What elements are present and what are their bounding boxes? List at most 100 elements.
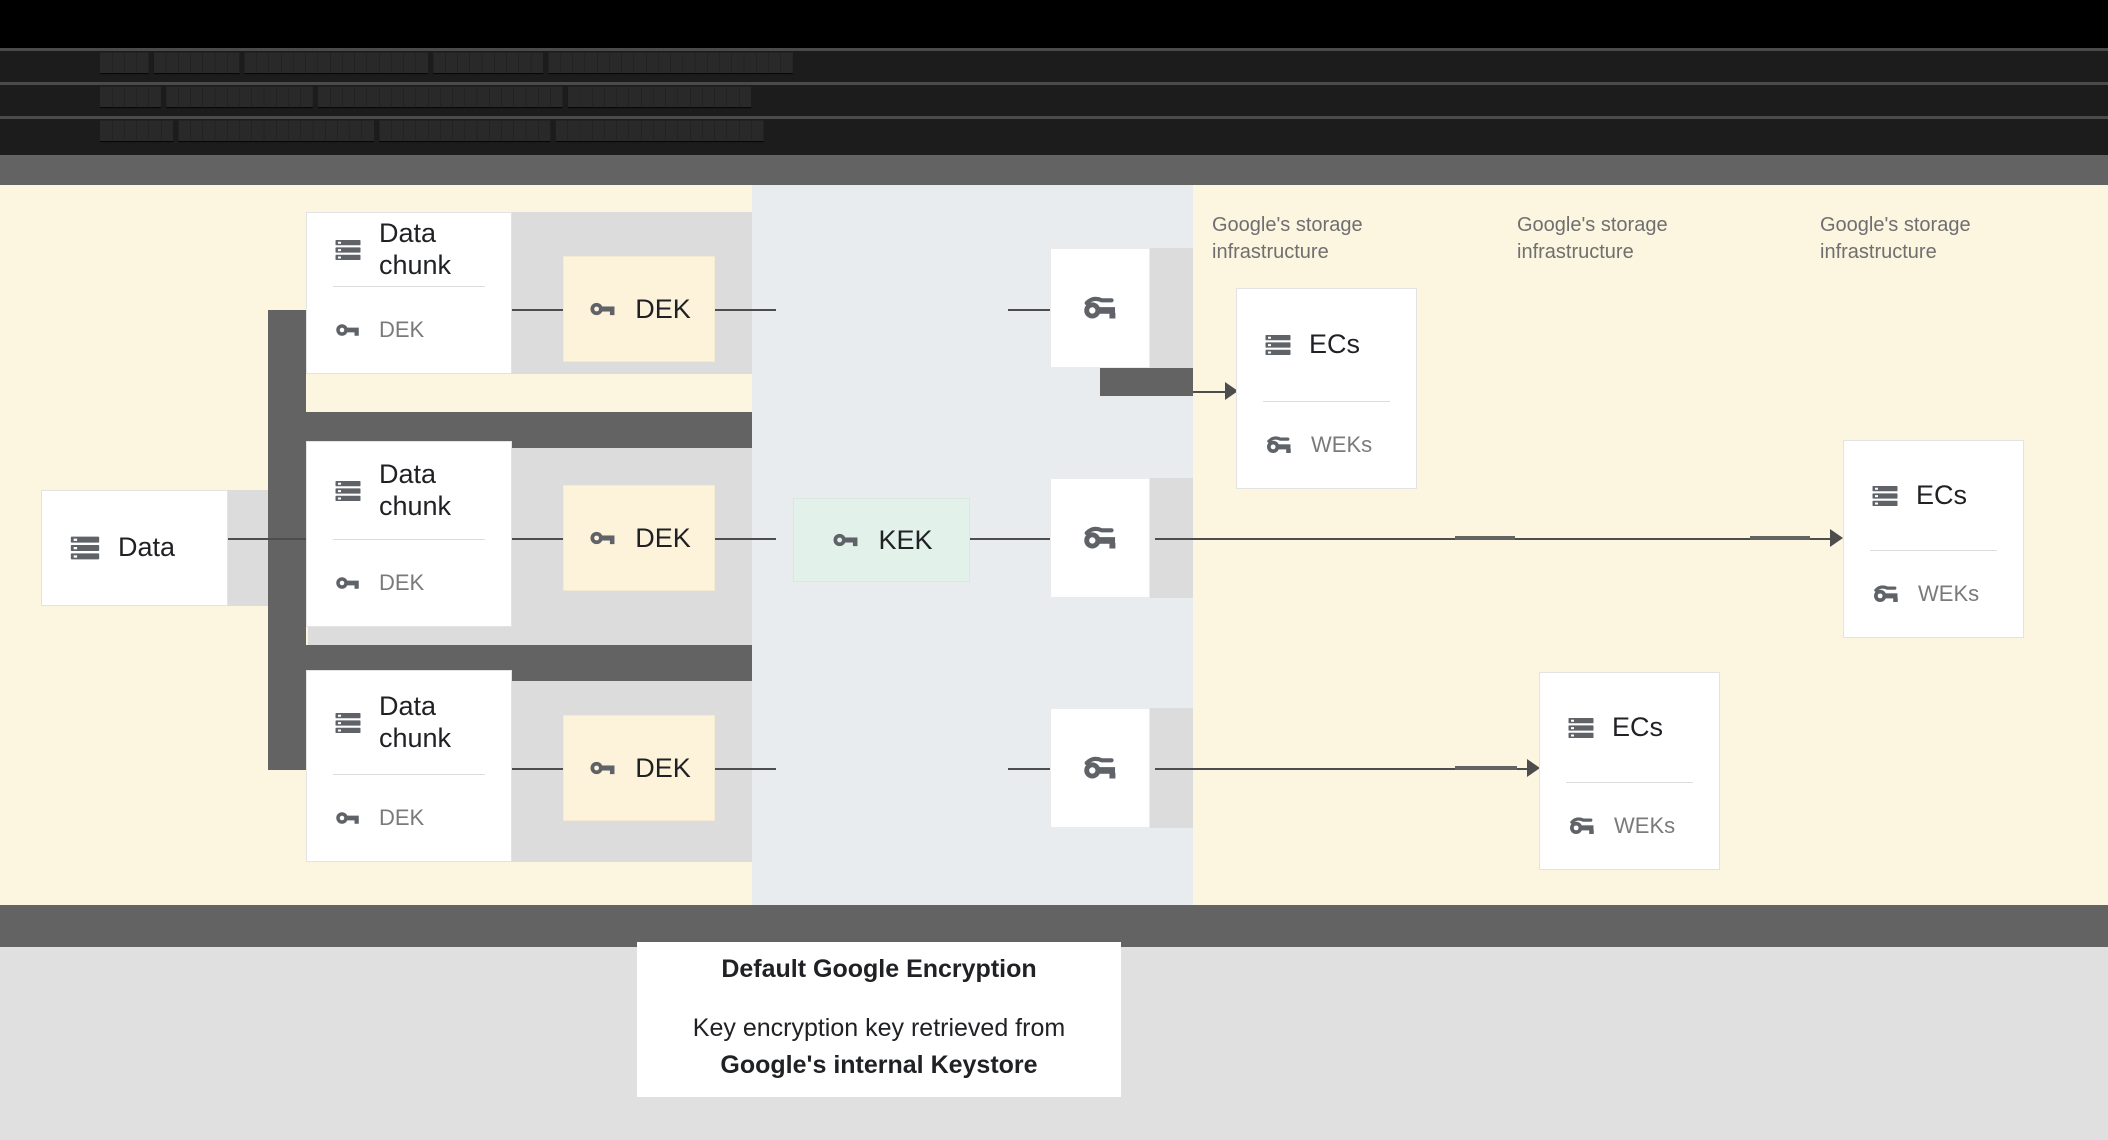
card-ecs-1-key-row: WEKs	[1237, 402, 1416, 488]
card-source-data-title: Data	[118, 532, 176, 563]
label-storage-infrastructure-1: Google's storage infrastructure	[1212, 214, 1363, 263]
caption-body-line-1: Key encryption key retrieved from	[692, 1014, 1066, 1042]
card-divider	[333, 286, 485, 287]
wire-dek1-out	[714, 309, 776, 311]
arrowhead-ec2	[1830, 529, 1843, 547]
card-data-chunk-2-key-label: DEK	[379, 570, 425, 595]
card-divider	[333, 774, 485, 775]
wire-arrow-ec1	[1193, 391, 1225, 393]
wrapped-key-icon	[1079, 287, 1121, 329]
wire-kek-to-wek2	[968, 538, 1050, 540]
wire-data-to-spine	[228, 538, 320, 540]
tile-wrapped-key-2[interactable]	[1050, 478, 1150, 598]
wire-arrow-ec2-accent-a	[1455, 536, 1515, 540]
wrapped-key-icon	[1263, 429, 1295, 461]
wire-to-wek1	[1008, 309, 1050, 311]
storage-icon	[1566, 713, 1596, 743]
key-icon	[333, 568, 363, 598]
card-data-chunk-1-key-label: DEK	[379, 317, 425, 342]
caption-title: Default Google Encryption	[721, 955, 1037, 983]
chip-dek-3-label: DEK	[635, 752, 691, 783]
card-ecs-3-header: ECs	[1540, 673, 1719, 782]
storage-icon	[333, 708, 363, 738]
chip-kek[interactable]: KEK	[793, 498, 970, 582]
card-data-chunk-2[interactable]: Data chunk DEK	[306, 441, 512, 627]
card-data-chunk-3-header: Data chunk	[307, 671, 511, 774]
card-ecs-1[interactable]: ECs WEKs	[1236, 288, 1417, 489]
banner-strip	[0, 116, 2108, 119]
card-ecs-2[interactable]: ECs WEKs	[1843, 440, 2024, 638]
banner-separator	[0, 155, 2108, 185]
banner-strip	[0, 82, 2108, 85]
card-ecs-2-key-label: WEKs	[1918, 581, 1980, 606]
wrapped-key-icon	[1079, 517, 1121, 559]
label-storage-infrastructure-3: Google's storage infrastructure	[1820, 214, 1971, 263]
chip-kek-label: KEK	[878, 524, 933, 555]
banner-obscured-text-line-3: ██████ ████████████████ ██████████████ █…	[100, 121, 764, 140]
card-data-chunk-3-key-row: DEK	[307, 775, 511, 861]
card-ecs-3-key-row: WEKs	[1540, 783, 1719, 869]
chip-dek-3[interactable]: DEK	[563, 715, 715, 821]
card-ecs-3[interactable]: ECs WEKs	[1539, 672, 1720, 870]
card-ecs-2-header: ECs	[1844, 441, 2023, 550]
storage-icon	[333, 235, 363, 265]
chip-dek-2[interactable]: DEK	[563, 485, 715, 591]
tile-wrapped-key-3[interactable]	[1050, 708, 1150, 828]
card-ecs-3-key-label: WEKs	[1614, 813, 1676, 838]
card-data-chunk-1-header: Data chunk	[307, 213, 511, 286]
wire-arrow-ec2-accent-b	[1750, 536, 1810, 540]
wire-dek3-out	[714, 768, 776, 770]
card-data-chunk-3-key-label: DEK	[379, 805, 425, 830]
card-data-chunk-1-title: Data chunk	[379, 218, 452, 280]
key-icon	[587, 522, 619, 554]
fanout-spine	[268, 310, 306, 770]
chip-dek-1[interactable]: DEK	[563, 256, 715, 362]
card-ecs-1-key-label: WEKs	[1311, 432, 1373, 457]
card-data-chunk-1[interactable]: Data chunk DEK	[306, 212, 512, 374]
wrapped-key-icon	[1870, 578, 1902, 610]
banner-obscured-text-line-2: █████ ████████████ ████████████████████ …	[100, 87, 752, 106]
storage-icon	[1870, 481, 1900, 511]
tile-wrapped-key-1[interactable]	[1050, 248, 1150, 368]
key-icon	[333, 315, 363, 345]
card-source-data[interactable]: Data	[41, 490, 228, 606]
banner-obscured-text-line-1: ████ ███████ ███████████████ █████████ █…	[100, 53, 794, 72]
wire-chunk1-dek	[512, 309, 564, 311]
wire-dek2-out	[714, 538, 776, 540]
wire-chunk2-dek	[512, 538, 564, 540]
wrapped-key-icon	[1079, 747, 1121, 789]
card-ecs-2-title: ECs	[1916, 479, 1968, 510]
top-banner: ████ ███████ ███████████████ █████████ █…	[0, 0, 2108, 185]
card-ecs-2-key-row: WEKs	[1844, 551, 2023, 637]
chip-dek-2-label: DEK	[635, 522, 691, 553]
card-divider	[1870, 550, 1997, 551]
card-source-data-row: Data	[42, 491, 227, 605]
storage-icon	[333, 476, 363, 506]
card-divider	[1263, 401, 1390, 402]
card-divider	[333, 539, 485, 540]
card-data-chunk-2-title: Data chunk	[379, 459, 452, 521]
wire-to-wek3	[1008, 768, 1050, 770]
storage-icon	[68, 531, 102, 565]
banner-strip	[0, 48, 2108, 51]
card-data-chunk-3-title: Data chunk	[379, 691, 452, 753]
caption-card: Default Google Encryption Key encryption…	[637, 942, 1121, 1097]
card-ecs-3-title: ECs	[1612, 711, 1664, 742]
arrowhead-ec1	[1225, 382, 1238, 400]
wire-wek1-thick-stub	[1100, 368, 1193, 396]
chip-dek-1-label: DEK	[635, 293, 691, 324]
card-data-chunk-2-header: Data chunk	[307, 442, 511, 539]
wrapped-key-icon	[1566, 810, 1598, 842]
key-icon	[333, 803, 363, 833]
card-divider	[1566, 782, 1693, 783]
card-data-chunk-1-key-row: DEK	[307, 287, 511, 373]
caption-body-line-2: Google's internal Keystore	[720, 1051, 1038, 1079]
storage-icon	[1263, 330, 1293, 360]
card-data-chunk-3[interactable]: Data chunk DEK	[306, 670, 512, 862]
key-icon	[587, 752, 619, 784]
card-data-chunk-2-key-row: DEK	[307, 540, 511, 626]
arrowhead-ec3	[1527, 759, 1540, 777]
wire-arrow-ec3	[1155, 768, 1535, 770]
key-icon	[587, 293, 619, 325]
